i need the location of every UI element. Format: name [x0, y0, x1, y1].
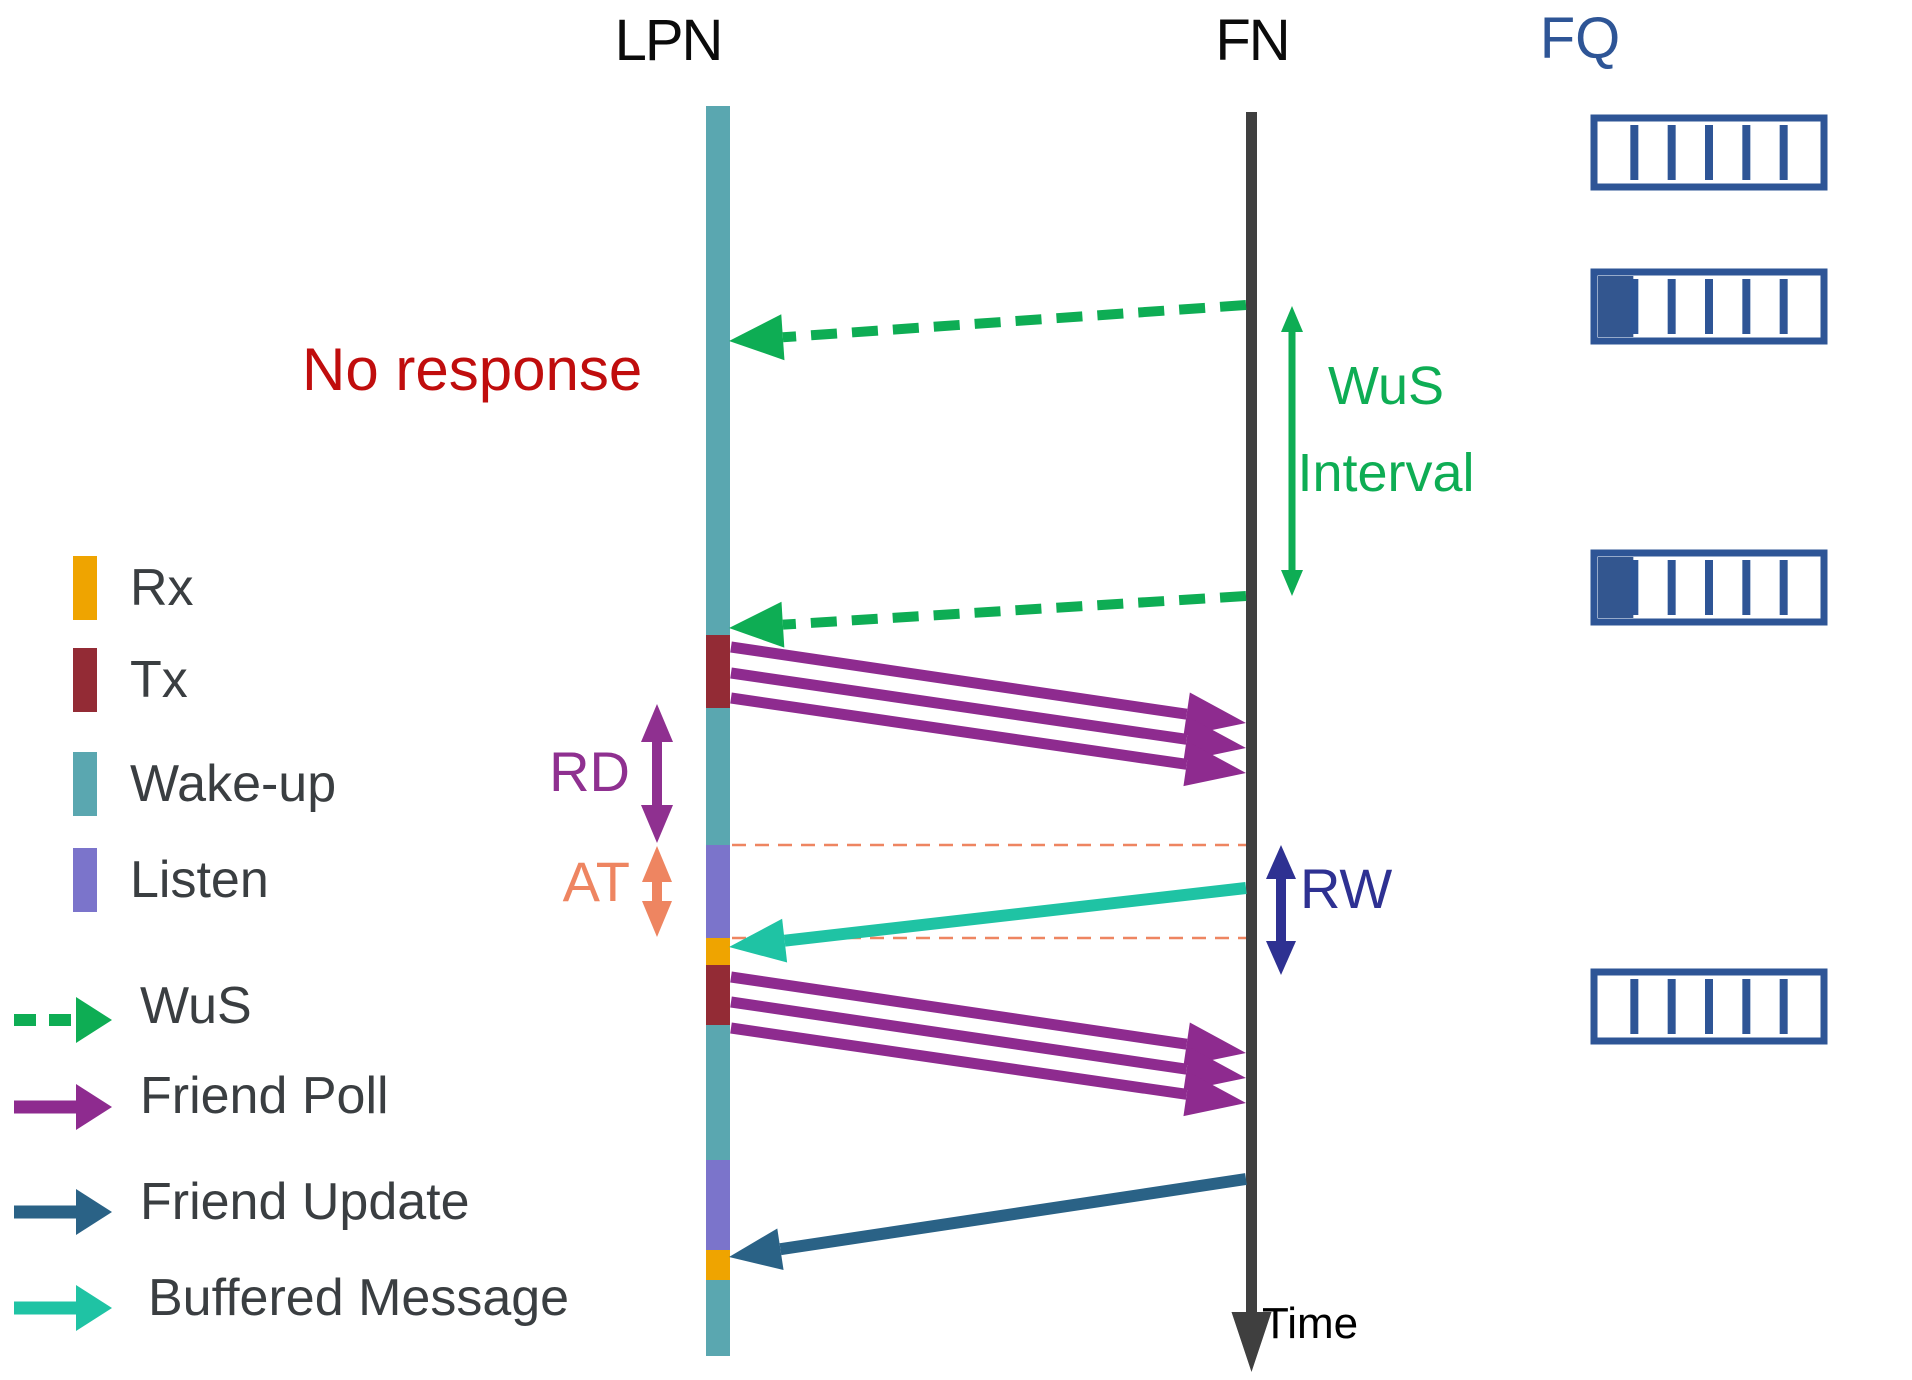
- friend-queue-divider: [1705, 979, 1713, 1034]
- rw-measure-top-head: [1266, 845, 1296, 879]
- friend-poll-message-6-shaft: [730, 971, 1188, 1050]
- fn-lifeline: [1246, 112, 1257, 1312]
- friend-poll-message-8-head: [1183, 1072, 1246, 1117]
- legend-arrow-buffered-message-head: [76, 1285, 112, 1331]
- lpn-segment-listen: [706, 845, 730, 938]
- lpn-segment-wakeup: [706, 106, 730, 635]
- legend-item-listen: Listen: [73, 848, 269, 912]
- friend-queue-divider: [1667, 279, 1676, 334]
- wus-interval-line1: WuS: [1327, 356, 1445, 416]
- friend-queue-divider: [1779, 979, 1788, 1034]
- buffered-message-message-5-shaft: [783, 882, 1247, 947]
- no-response-annotation: No response: [302, 336, 643, 403]
- friend-queue-divider: [1705, 125, 1713, 180]
- at-measure-bottom-head: [642, 901, 672, 937]
- friend-queue-filled-cell: [1598, 557, 1634, 618]
- legend-item-wakeup: Wake-up: [73, 752, 336, 816]
- friend-update-message-9-shaft: [779, 1173, 1247, 1256]
- friend-queue-divider: [1667, 560, 1676, 615]
- wus-interval-annotation: WuS Interval: [1258, 359, 1514, 500]
- legend-item-rx: Rx: [73, 556, 194, 620]
- rd-annotation: RD: [549, 740, 630, 803]
- tx-legend-label: Tx: [130, 651, 188, 709]
- lpn-column-title: LPN: [614, 8, 724, 73]
- friend-queue-divider: [1630, 279, 1639, 334]
- wus-message-1-shaft: [782, 591, 1247, 630]
- buffered-message-message-5-head: [729, 918, 788, 963]
- friend-queue-divider: [1779, 560, 1788, 615]
- lpn-segment-listen: [706, 1160, 730, 1250]
- listen-swatch-icon: [73, 848, 97, 912]
- lpn-segment-tx: [706, 965, 730, 1025]
- listen-legend-label: Listen: [130, 851, 269, 909]
- friend-queue-divider: [1779, 279, 1788, 334]
- lpn-segment-tx: [706, 635, 730, 708]
- friend-poll-message-7-shaft: [730, 996, 1188, 1075]
- legend-arrow-friend-poll-head: [76, 1084, 112, 1130]
- wus-interval-measure-bottom-head: [1281, 570, 1303, 596]
- rx-swatch-icon: [73, 556, 97, 620]
- rd-measure-top-head: [641, 704, 673, 742]
- time-arrowhead-icon: [1231, 1312, 1272, 1372]
- friend-poll-message-2-shaft: [730, 641, 1188, 720]
- friend-queue-divider: [1667, 979, 1676, 1034]
- time-axis-label: Time: [1262, 1299, 1359, 1348]
- friend-queue-divider: [1742, 279, 1751, 334]
- lpn-segment-wakeup: [706, 708, 730, 845]
- friend-poll-arrow-legend-label: Friend Poll: [140, 1067, 389, 1125]
- lpn-segment-wakeup: [706, 1025, 730, 1160]
- wus-message-0-shaft: [782, 300, 1247, 343]
- wus-message-1-head: [729, 601, 785, 648]
- friend-queue-divider: [1630, 560, 1639, 615]
- buffered-message-arrow-legend-label: Buffered Message: [148, 1269, 570, 1327]
- friend-poll-message-4-head: [1183, 742, 1246, 787]
- fq-column-title: FQ: [1539, 6, 1621, 71]
- friend-queue-filled-cell: [1598, 276, 1634, 337]
- legend-arrow-friend-update-head: [76, 1189, 112, 1235]
- fn-column-title: FN: [1215, 8, 1290, 73]
- rw-annotation: RW: [1300, 857, 1393, 920]
- friend-queue-divider: [1705, 279, 1713, 334]
- friend-update-arrow-legend-label: Friend Update: [140, 1173, 470, 1231]
- friend-poll-message-4-shaft: [730, 692, 1188, 770]
- friend-queue-divider: [1630, 979, 1639, 1034]
- friend-poll-message-8-shaft: [730, 1022, 1188, 1100]
- friend-queue-divider: [1742, 560, 1751, 615]
- wus-interval-measure-top-head: [1281, 306, 1303, 332]
- friend-queue-divider: [1667, 125, 1676, 180]
- friend-poll-message-3-shaft: [730, 667, 1188, 745]
- wus-message-0-head: [729, 314, 785, 361]
- friend-update-message-9-head: [729, 1228, 784, 1271]
- wakeup-swatch-icon: [73, 752, 97, 816]
- tx-swatch-icon: [73, 648, 97, 712]
- lpn-segment-wakeup: [706, 1280, 730, 1356]
- wakeup-legend-label: Wake-up: [130, 755, 337, 813]
- legend-item-tx: Tx: [73, 648, 188, 712]
- friend-queue-divider: [1705, 560, 1713, 615]
- at-annotation: AT: [562, 850, 630, 913]
- lpn-segment-rx: [706, 1250, 730, 1280]
- wus-arrow-legend-label: WuS: [140, 977, 252, 1035]
- friend-queue-divider: [1779, 125, 1788, 180]
- legend-arrow-wus-head: [76, 997, 112, 1043]
- wus-interval-line2: Interval: [1297, 443, 1475, 503]
- friend-queue-divider: [1742, 125, 1751, 180]
- at-measure-top-head: [642, 846, 672, 882]
- rx-legend-label: Rx: [130, 559, 194, 617]
- friend-queue-divider: [1742, 979, 1751, 1034]
- rw-measure-bottom-head: [1266, 941, 1296, 975]
- lpn-segment-rx: [706, 938, 730, 965]
- friend-queue-divider: [1630, 125, 1639, 180]
- rd-measure-bottom-head: [641, 805, 673, 843]
